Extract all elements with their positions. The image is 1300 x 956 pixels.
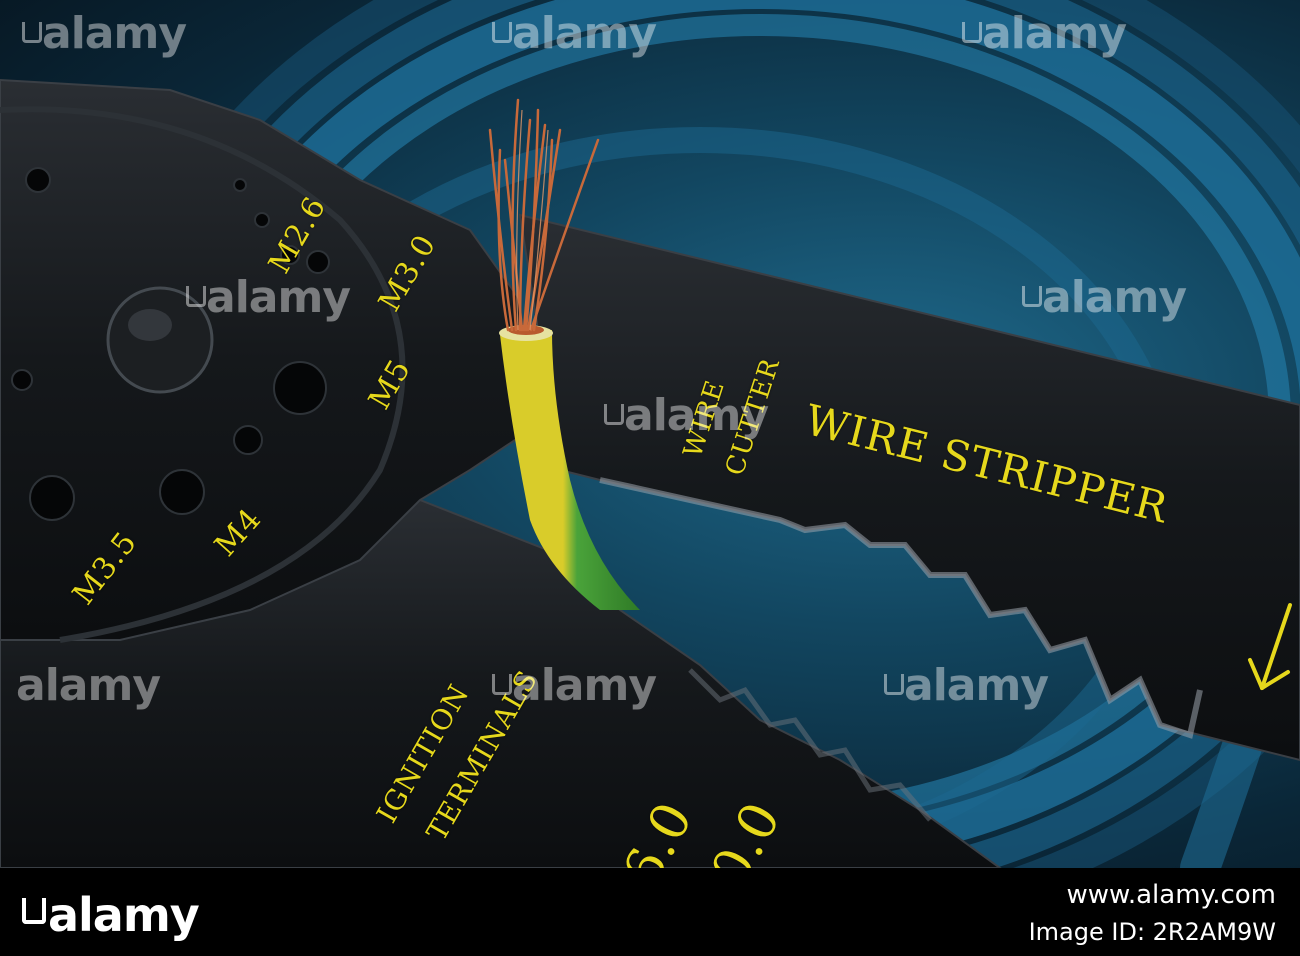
pivot-rivet: [106, 286, 214, 394]
watermark: alamy: [904, 660, 1049, 711]
watermark: alamy: [206, 272, 351, 323]
watermark-icon: [22, 22, 42, 43]
watermark: alamy: [42, 8, 187, 59]
watermark-icon: [604, 404, 624, 425]
watermark-icon: [492, 674, 512, 695]
earth-wire: [500, 330, 640, 610]
stock-photo: M2.6 M3.0 M5 M3.5 M4 WIRE CUTTER WIRE ST…: [0, 0, 1300, 868]
watermark-icon: [1022, 286, 1042, 307]
crimp-head-rim: [0, 106, 406, 643]
lower-jaw-teeth: [688, 668, 932, 822]
watermark: alamy: [982, 8, 1127, 59]
watermark-icon: [492, 22, 512, 43]
alamy-logo-icon: [22, 898, 46, 924]
copper-strands: [488, 98, 600, 332]
watermark-icon: [186, 286, 206, 307]
watermark: alamy: [512, 660, 657, 711]
arrow-icon: [1248, 603, 1292, 690]
photo-illustration: [0, 0, 1300, 868]
cutter-holes: [11, 167, 330, 521]
watermark: alamy: [1042, 272, 1187, 323]
watermark: alamy: [624, 390, 769, 441]
footer-image-id: Image ID: 2R2AM9W: [1028, 918, 1276, 946]
footer-url[interactable]: www.alamy.com: [1066, 880, 1276, 910]
stripper-teeth: [599, 477, 1203, 739]
watermark-icon: [884, 674, 904, 695]
watermark: alamy: [16, 660, 161, 711]
stock-footer-bar: alamy www.alamy.com Image ID: 2R2AM9W: [0, 868, 1300, 956]
watermark: alamy: [512, 8, 657, 59]
watermark-icon: [962, 22, 982, 43]
footer-logo: alamy: [48, 888, 200, 942]
crimp-head: [0, 78, 532, 641]
